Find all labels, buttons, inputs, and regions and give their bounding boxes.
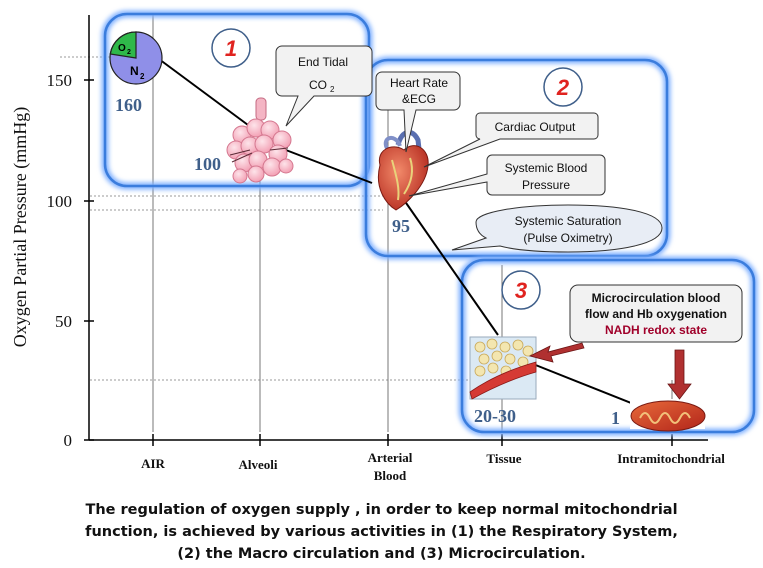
x-label-tissue: Tissue	[486, 451, 521, 466]
stage-box-3	[458, 256, 758, 436]
svg-text:&ECG: &ECG	[402, 92, 436, 106]
x-label-air: AIR	[141, 456, 165, 471]
n2-subscript: 2	[140, 72, 145, 81]
axes	[84, 15, 708, 446]
caption-line-1: The regulation of oxygen supply , in ord…	[85, 502, 678, 518]
value-arterial: 95	[392, 216, 410, 236]
heart-icon	[378, 129, 429, 211]
o2-subscript: 2	[127, 49, 131, 56]
o2-label: O	[118, 43, 126, 54]
y-tick-labels: 150 100 50 0	[47, 71, 73, 450]
svg-text:(Pulse Oximetry): (Pulse Oximetry)	[523, 231, 612, 245]
stage-box-2	[362, 56, 671, 260]
mitochondrion-icon	[630, 399, 706, 432]
cascade-line	[139, 44, 637, 406]
svg-text:Systemic Saturation: Systemic Saturation	[515, 214, 622, 228]
callout-heart-rate-ecg: Heart Rate &ECG	[375, 71, 461, 153]
svg-text:Microcirculation blood: Microcirculation blood	[592, 291, 721, 305]
arrow-to-tissue	[528, 342, 585, 363]
svg-text:2: 2	[556, 75, 570, 100]
x-label-blood: Blood	[374, 468, 407, 483]
svg-text:2: 2	[330, 85, 335, 94]
n2-label: N	[130, 64, 139, 78]
dotted-guides	[60, 56, 470, 381]
nadh-label: NADH redox state	[605, 323, 707, 337]
svg-text:3: 3	[515, 278, 527, 303]
svg-text:1: 1	[225, 36, 237, 61]
red-arrows	[528, 342, 692, 400]
x-axis-labels: AIR Alveoli Arterial Blood Tissue Intram…	[141, 450, 725, 483]
caption-line-2: function, is achieved by various activit…	[85, 524, 678, 540]
callout-systemic-saturation: Systemic Saturation (Pulse Oximetry)	[451, 204, 663, 253]
tissue-capillary-icon	[469, 336, 537, 400]
svg-text:Pressure: Pressure	[522, 178, 570, 192]
value-labels: 160 100 95 20-30 1	[115, 95, 620, 428]
y-tick-0: 0	[64, 431, 73, 450]
stage-number-1: 1	[211, 28, 251, 68]
y-tick-50: 50	[55, 312, 72, 331]
alveoli-icon	[226, 97, 294, 184]
svg-text:Systemic Blood: Systemic Blood	[505, 161, 588, 175]
air-composition-pie: O 2 N 2	[109, 31, 163, 85]
y-tick-100: 100	[47, 192, 73, 211]
svg-text:Heart Rate: Heart Rate	[390, 76, 448, 90]
value-tissue: 20-30	[474, 406, 516, 426]
oxygen-cascade-diagram: 150 100 50 0 Oxygen Partial Pressure (mm…	[10, 10, 758, 483]
arrow-to-mitochondrion	[667, 349, 692, 400]
microcirculation-box: Microcirculation blood flow and Hb oxyge…	[569, 284, 743, 343]
callout-end-tidal-co2: End Tidal CO 2	[275, 45, 373, 127]
callout-cardiac-output: Cardiac Output	[423, 112, 599, 168]
callout-systemic-blood-pressure: Systemic Blood Pressure	[408, 154, 606, 197]
y-tick-150: 150	[47, 71, 73, 90]
value-mito: 1	[611, 408, 620, 428]
value-air: 160	[115, 95, 142, 115]
y-axis-label: Oxygen Partial Pressure (mmHg)	[10, 107, 31, 347]
figure-caption: The regulation of oxygen supply , in ord…	[0, 499, 763, 565]
stage-number-3: 3	[501, 270, 541, 310]
value-alveoli: 100	[194, 154, 221, 174]
stage-number-2: 2	[543, 67, 583, 107]
x-label-arterial: Arterial	[368, 450, 413, 465]
svg-text:Cardiac Output: Cardiac Output	[495, 120, 576, 134]
svg-text:CO: CO	[309, 78, 327, 92]
caption-line-3: (2) the Macro circulation and (3) Microc…	[177, 546, 586, 562]
x-label-intramitochondrial: Intramitochondrial	[617, 451, 725, 466]
svg-text:flow and Hb oxygenation: flow and Hb oxygenation	[585, 307, 727, 321]
svg-text:End Tidal: End Tidal	[298, 55, 348, 69]
x-label-alveoli: Alveoli	[239, 457, 278, 472]
